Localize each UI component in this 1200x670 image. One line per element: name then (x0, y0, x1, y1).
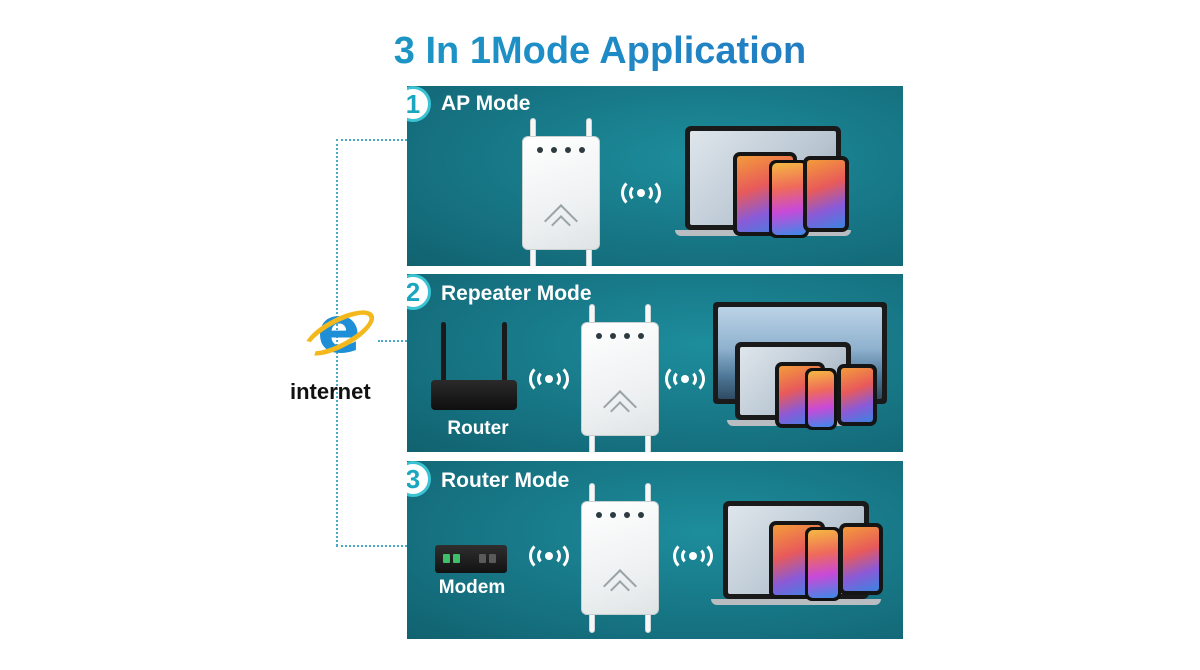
connector-line-vertical (336, 139, 338, 546)
wifi-signal-icon (673, 541, 713, 571)
router-icon (431, 322, 517, 412)
mode-number-badge: 2 (407, 274, 431, 310)
router-mode-panel: 3 Router Mode Modem (407, 461, 903, 639)
connector-line-middle (378, 340, 407, 342)
page-title: 3 In 1Mode Application (0, 30, 1200, 73)
mode-title: Repeater Mode (441, 282, 592, 305)
ie-letter-e-icon: e (317, 294, 361, 368)
mode-title: AP Mode (441, 92, 531, 115)
internet-explorer-icon: e (297, 294, 381, 374)
connector-line-top (336, 139, 407, 141)
wifi-signal-icon (529, 364, 569, 394)
router-label: Router (447, 418, 509, 439)
internet-label: internet (290, 379, 371, 404)
ap-mode-panel: 1 AP Mode (407, 86, 903, 266)
wifi-signal-icon (529, 541, 569, 571)
wifi-signal-icon (665, 364, 705, 394)
repeater-mode-panel: 2 Repeater Mode Router (407, 274, 903, 452)
mode-title: Router Mode (441, 469, 570, 492)
wifi-extender-icon (577, 304, 663, 452)
wifi-signal-icon (621, 178, 661, 208)
connector-line-bottom (336, 545, 407, 547)
modem-icon (435, 545, 507, 573)
modem-label: Modem (438, 577, 506, 598)
mode-number-badge: 3 (407, 461, 431, 497)
mode-number-badge: 1 (407, 86, 431, 122)
wifi-extender-icon (577, 483, 663, 633)
wifi-extender-icon (518, 118, 604, 266)
